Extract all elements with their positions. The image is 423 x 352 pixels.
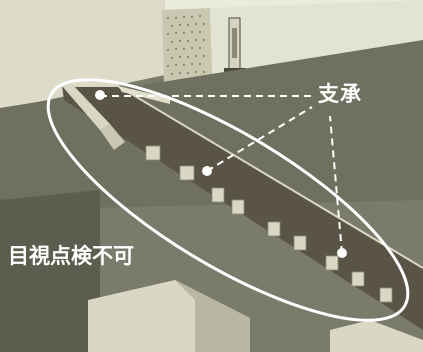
upper-left-wall (0, 0, 165, 110)
bearing-blocks (145, 145, 393, 303)
bearing-leader-lines (100, 95, 343, 254)
deck-end-face-2 (100, 124, 125, 150)
upper-ledge (118, 86, 170, 104)
leader-line-2 (206, 106, 313, 172)
bearing-label: 支承 (318, 82, 362, 106)
bearing-marker-1 (95, 90, 105, 100)
bearing-marker-3 (337, 248, 347, 258)
perforated-panel (162, 8, 212, 86)
main-wall-face (0, 40, 423, 210)
perforation-dots (166, 14, 206, 76)
not-inspectable-ellipse (46, 78, 410, 322)
lower-right-block (330, 320, 423, 352)
pier-block-side (175, 280, 250, 352)
not-inspectable-label: 目視点検不可 (8, 244, 134, 268)
wall-device-inner (232, 28, 237, 58)
lower-left-wall (0, 190, 100, 352)
leader-line-3 (329, 115, 343, 254)
bearing-marker-2 (202, 166, 212, 176)
deck-end-face (62, 84, 110, 130)
upper-right-wall (210, 0, 423, 80)
